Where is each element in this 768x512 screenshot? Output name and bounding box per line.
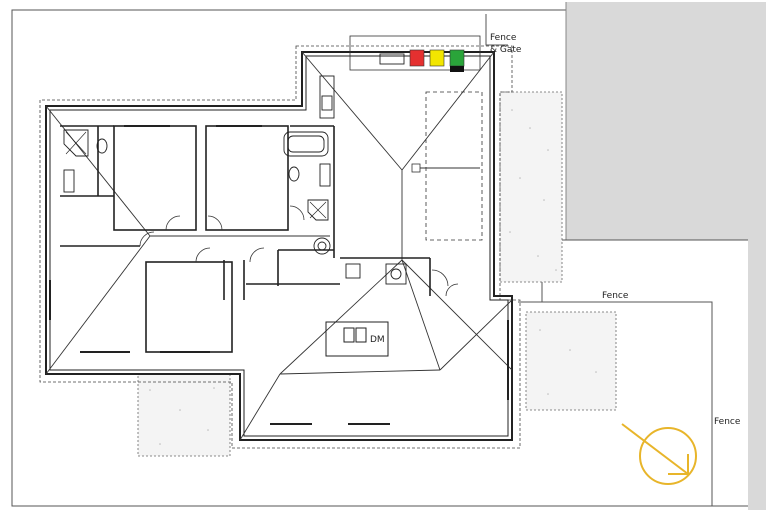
eave-outline	[39, 45, 521, 449]
door-swings	[139, 205, 459, 297]
meter-yellow	[429, 49, 445, 67]
fence-middle-label: Fence	[602, 291, 629, 301]
meter-green	[449, 49, 465, 67]
exterior-walls-inner	[49, 55, 509, 437]
vent-marker	[411, 163, 421, 173]
neighbour-lot	[566, 2, 766, 510]
meter-base	[450, 66, 464, 72]
north-arrow-icon	[621, 423, 697, 485]
meter-red	[409, 49, 425, 67]
fence-gate-label-line1: Fence	[490, 33, 517, 43]
roof-hips	[45, 51, 513, 441]
interior-walls	[60, 125, 431, 353]
fence-right-label: Fence	[714, 417, 741, 427]
shower-grate	[65, 131, 327, 219]
paved-texture	[149, 109, 597, 445]
fixtures	[63, 53, 407, 285]
fence-gate-label-line2: & Gate	[490, 45, 522, 55]
kitchen-island	[325, 321, 389, 357]
meter-box-outline	[349, 35, 481, 71]
windows	[49, 125, 509, 425]
carport-outline	[425, 91, 483, 241]
dishwasher-label: DM	[370, 335, 385, 345]
paved-areas	[137, 91, 617, 457]
